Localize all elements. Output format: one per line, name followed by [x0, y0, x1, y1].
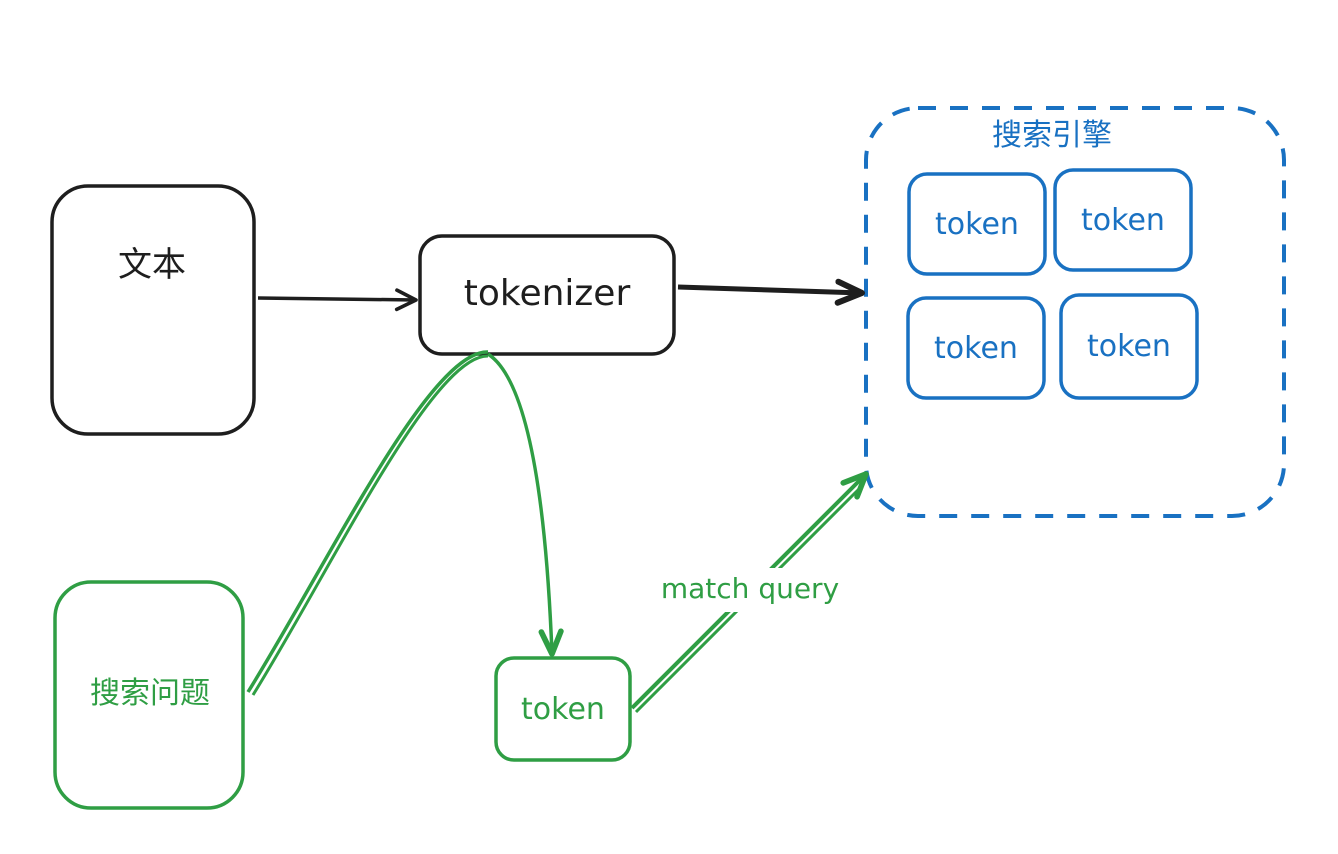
search-question-label: 搜索问题 [90, 676, 210, 711]
edge-question-to-tokenizer-line-b [251, 354, 489, 696]
engine-token-box [1053, 168, 1193, 272]
edge-question-to-tokenizer [246, 350, 489, 696]
search-engine-node: 搜索引擎 token token token token [864, 106, 1286, 518]
text-source-node: 文本 [50, 184, 256, 436]
edge-text-to-tokenizer [257, 288, 418, 312]
tokenizer-node: tokenizer [418, 234, 676, 356]
edge-tokenizer-to-search-engine [677, 278, 865, 306]
engine-token-label: token [1081, 203, 1165, 238]
engine-token-box [906, 296, 1046, 400]
edge-label-background [654, 568, 844, 612]
engine-token-1: token [907, 172, 1047, 276]
engine-token-label: token [934, 331, 1018, 366]
search-engine-label: 搜索引擎 [992, 118, 1112, 153]
engine-token-label: token [1087, 329, 1171, 364]
engine-token-4: token [1059, 293, 1199, 400]
engine-token-box [1059, 293, 1199, 400]
text-source-box [50, 184, 256, 436]
tokenizer-box [418, 234, 676, 356]
edge-label-match-query: match query [661, 572, 839, 605]
edge-question-to-tokenizer-line-a [246, 350, 489, 693]
query-token-label: token [521, 692, 605, 727]
edge-tokenizer-to-query-token [487, 352, 564, 657]
search-question-node: 搜索问题 [53, 580, 245, 810]
engine-token-box [907, 172, 1047, 276]
query-token-box [494, 656, 632, 762]
query-token-node: token [494, 656, 632, 762]
search-question-box [53, 580, 245, 810]
text-source-label: 文本 [118, 245, 186, 285]
engine-token-3: token [906, 296, 1046, 400]
engine-token-2: token [1053, 168, 1193, 272]
engine-token-label: token [935, 207, 1019, 242]
search-engine-container [864, 106, 1286, 518]
tokenizer-label: tokenizer [464, 273, 631, 314]
